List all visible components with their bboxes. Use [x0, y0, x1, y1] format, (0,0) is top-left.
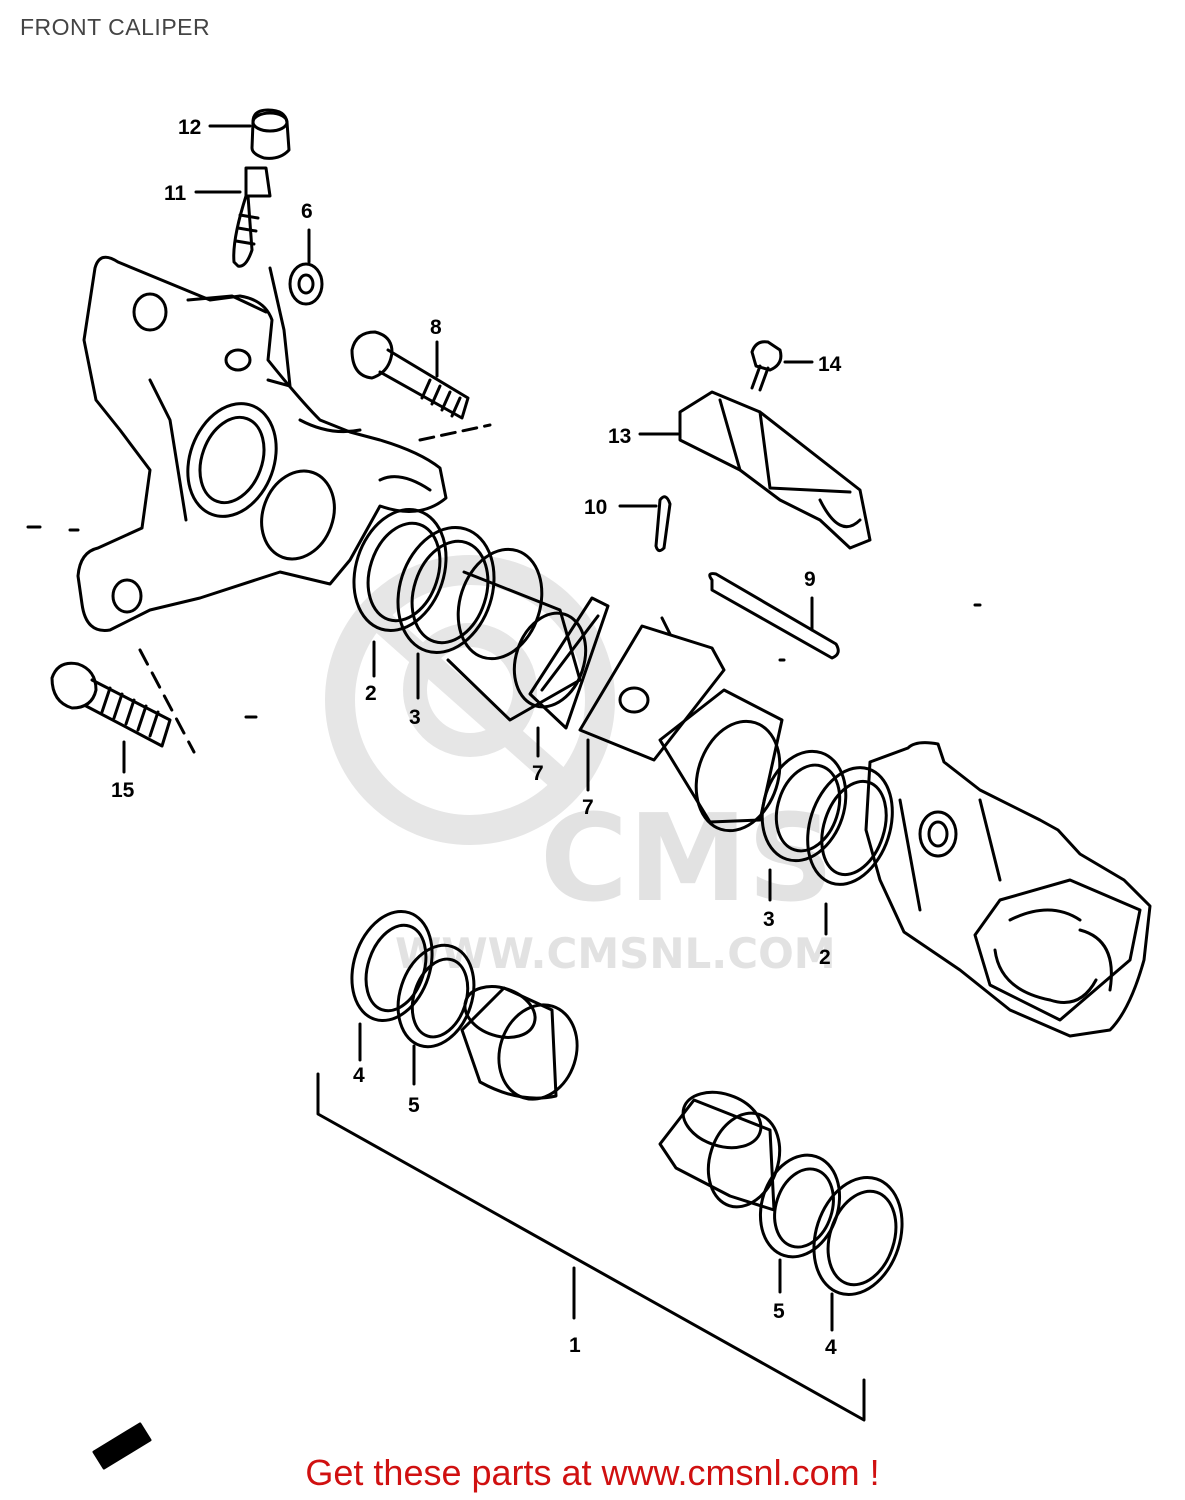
dust-seal-right-part: [760, 749, 848, 902]
callout-5-lower-right: 5: [773, 1300, 785, 1323]
watermark: CMS WWW.CMSNL.COM: [325, 555, 836, 978]
callout-6: 6: [301, 200, 313, 223]
caliper-bracket-part: [76, 255, 448, 632]
washer-part: [288, 228, 324, 306]
screw-part: [750, 340, 814, 392]
callout-9: 9: [804, 568, 816, 591]
callout-13: 13: [608, 425, 631, 448]
mounting-bolt-part: [50, 648, 196, 774]
callout-2-left: 2: [365, 682, 377, 705]
callout-2-right: 2: [819, 946, 831, 969]
callout-10: 10: [584, 496, 607, 519]
callout-3-right: 3: [763, 908, 775, 931]
piston-lower-right-part: [658, 1090, 782, 1212]
bleeder-cap-part: [208, 108, 291, 160]
front-direction-arrow: [92, 1422, 152, 1470]
callout-4-lower-right: 4: [825, 1336, 837, 1359]
piston-seal-left-part: [352, 507, 448, 678]
callout-11: 11: [164, 182, 187, 205]
callout-1: 1: [569, 1334, 581, 1357]
callout-3-left: 3: [409, 706, 421, 729]
callout-7-a: 7: [532, 762, 544, 785]
callout-labels: 12 11 6 8 14 13 10 9 2 3 7 7 15 3 2 4 5 …: [111, 116, 842, 1359]
slide-bolt-part: [350, 330, 492, 442]
stray-marks: [26, 525, 982, 719]
piston-left-part: [446, 547, 588, 722]
page-title: FRONT CALIPER: [20, 14, 211, 40]
piston-right-part: [658, 688, 784, 833]
callout-14: 14: [818, 353, 842, 376]
callout-15: 15: [111, 779, 135, 802]
promo-banner[interactable]: Get these parts at www.cmsnl.com !: [0, 1452, 1185, 1494]
callout-7-b: 7: [582, 796, 594, 819]
pad-pin-part: [708, 572, 840, 660]
piston-lower-left-part: [460, 985, 579, 1101]
brake-pad-a-part: [528, 596, 610, 758]
cotter-pin-part: [618, 495, 672, 553]
seal-4-lower-right-part: [812, 1175, 904, 1332]
watermark-url: WWW.CMSNL.COM: [395, 929, 836, 978]
bleeder-valve-part: [194, 166, 272, 268]
kit-bracket: [316, 1072, 866, 1422]
callout-4-lower-left: 4: [353, 1064, 365, 1087]
brake-pad-b-part: [578, 616, 726, 792]
dust-seal-left-part: [396, 525, 496, 700]
pad-spring-part: [638, 390, 872, 550]
callout-12: 12: [178, 116, 201, 139]
callout-8: 8: [430, 316, 442, 339]
seal-5-lower-right-part: [758, 1153, 842, 1294]
caliper-body-part: [864, 741, 1152, 1038]
promo-link[interactable]: Get these parts at www.cmsnl.com !: [305, 1452, 880, 1493]
callout-5-lower-left: 5: [408, 1094, 420, 1117]
